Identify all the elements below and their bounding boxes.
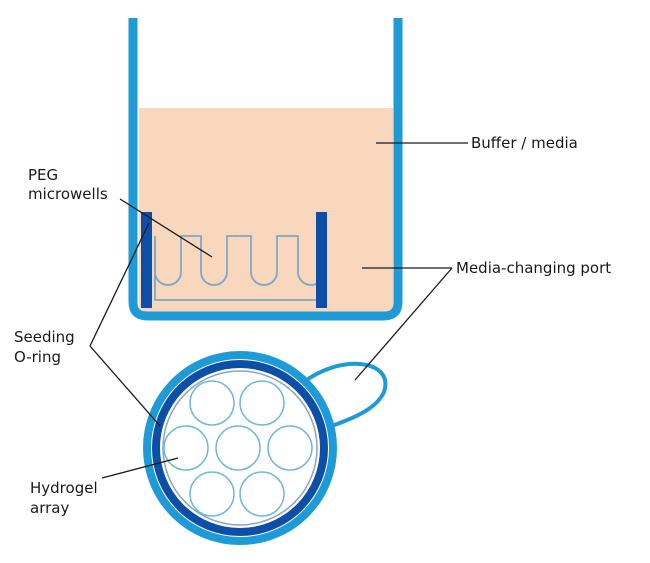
- label-seeding-line1: Seeding: [14, 328, 75, 346]
- media-fill: [139, 108, 393, 312]
- leader-peg: [119, 198, 213, 258]
- side-view: [128, 18, 403, 321]
- media-port-loop: [298, 361, 388, 432]
- oring-right-section: [316, 212, 327, 308]
- label-buffer-media: Buffer / media: [471, 134, 578, 152]
- oring-left-section: [141, 212, 152, 308]
- label-peg-line2: microwells: [28, 185, 108, 203]
- top-view: [143, 351, 388, 545]
- hydrogel-well: [267, 425, 313, 471]
- label-media-port: Media-changing port: [456, 259, 611, 277]
- hydrogel-well: [163, 425, 209, 471]
- hydrogel-well: [215, 425, 261, 471]
- hydrogel-well: [189, 380, 235, 426]
- leader-lines: [89, 142, 468, 479]
- label-seeding-line2: O-ring: [14, 348, 61, 366]
- label-hydrogel-line2: array: [30, 499, 69, 517]
- label-peg-line1: PEG: [28, 166, 58, 184]
- leader-oring-side: [89, 222, 150, 347]
- hydrogel-well: [189, 471, 235, 517]
- label-hydrogel-line1: Hydrogel: [30, 479, 98, 497]
- labels: Buffer / media PEG microwells Media-chan…: [14, 134, 611, 517]
- leader-port-top: [354, 267, 453, 381]
- oring-circle: [152, 360, 328, 536]
- leader-oring-top: [89, 345, 161, 427]
- inner-rim: [162, 370, 318, 526]
- hydrogel-well: [239, 471, 285, 517]
- hydrogel-array: [163, 380, 313, 517]
- well-container: [128, 18, 403, 321]
- leader-hydrogel: [101, 457, 179, 479]
- microwell-array: [154, 235, 325, 286]
- hydrogel-well: [239, 380, 285, 426]
- outer-ring: [143, 351, 337, 545]
